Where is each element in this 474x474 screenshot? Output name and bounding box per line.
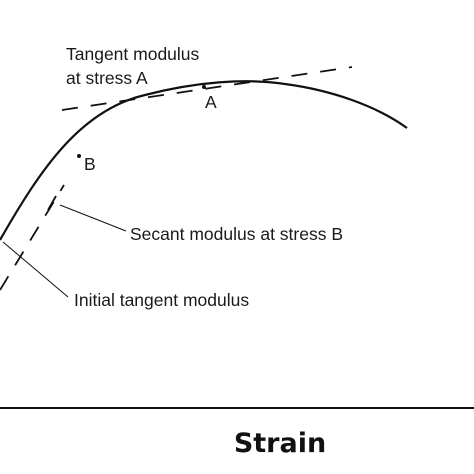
x-axis-title: Strain: [234, 428, 326, 459]
point-b-marker: [77, 154, 81, 158]
initial-leader-line: [2, 241, 69, 298]
secant-leader-line: [59, 204, 127, 232]
initial-tangent-label: Initial tangent modulus: [74, 290, 249, 310]
point-a-label: A: [205, 92, 217, 112]
tangent-label-line2: at stress A: [66, 68, 148, 88]
point-b-label: B: [84, 154, 96, 174]
tangent-label-line1: Tangent modulus: [66, 44, 200, 64]
initial-tangent-line: [0, 184, 65, 291]
secant-label: Secant modulus at stress B: [130, 224, 343, 244]
secant-tick-mark: [47, 195, 57, 211]
stress-strain-curve: [0, 80, 408, 241]
tangent-line-at-a: [61, 66, 353, 111]
point-a-marker: [202, 85, 206, 89]
